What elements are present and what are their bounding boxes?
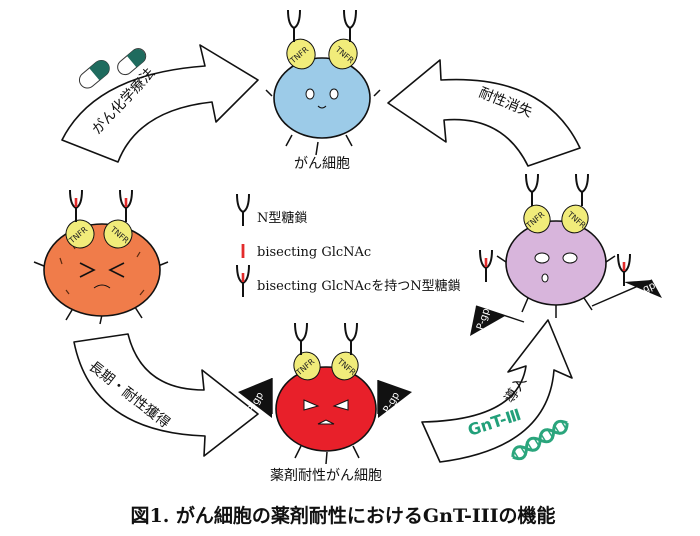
receptor-pair: TNFR TNFR bbox=[65, 188, 134, 249]
figure-caption: 図1. がん細胞の薬剤耐性におけるGnT-IIIの機能 bbox=[130, 504, 555, 527]
reverted-cell: P-gp P-gp TNFR TNFR bbox=[470, 173, 662, 336]
legend-n-glycan: N型糖鎖 bbox=[236, 193, 307, 227]
legend-n-glycan-label: N型糖鎖 bbox=[257, 210, 307, 226]
stressed-cell: TNFR TNFR bbox=[33, 188, 169, 325]
chemotherapy-arrow: がん化学療法 bbox=[61, 44, 259, 163]
pgp-pump-detached-left: P-gp bbox=[470, 305, 525, 336]
legend-bisecting-n-glycan-label: bisecting GlcNAcを持つN型糖鎖 bbox=[257, 278, 461, 294]
capsule-icon bbox=[117, 48, 147, 76]
long-term-resistance-arrow: 長期・耐性獲得 bbox=[73, 333, 259, 457]
pgp-pump-right: P-gp bbox=[377, 380, 412, 418]
receptor-pair: TNFR TNFR bbox=[293, 322, 359, 381]
legend-bisecting-label: bisecting GlcNAc bbox=[257, 245, 371, 260]
receptor-pair: TNFR TNFR bbox=[286, 9, 358, 70]
capsule-icon bbox=[78, 59, 110, 89]
drug-resistant-cell-label: 薬剤耐性がん細胞 bbox=[270, 468, 382, 484]
legend: N型糖鎖 bisecting GlcNAc bisecting GlcNAcを持… bbox=[235, 193, 461, 299]
cancer-cell-label: がん細胞 bbox=[294, 156, 350, 172]
pgp-pump-detached-right: P-gp bbox=[591, 279, 662, 307]
legend-bisecting-n-glycan: bisecting GlcNAcを持つN型糖鎖 bbox=[235, 263, 461, 299]
legend-bisecting: bisecting GlcNAc bbox=[241, 244, 371, 260]
dna-icon bbox=[511, 419, 569, 461]
receptor-pair: TNFR TNFR bbox=[523, 173, 589, 234]
cancer-cell: TNFR TNFR bbox=[265, 9, 381, 156]
drug-resistant-cell: P-gp P-gp TNFR TNFR bbox=[238, 322, 412, 465]
pgp-pump-left: P-gp bbox=[238, 378, 273, 418]
resistance-loss-arrow: 耐性消失 bbox=[387, 59, 581, 167]
